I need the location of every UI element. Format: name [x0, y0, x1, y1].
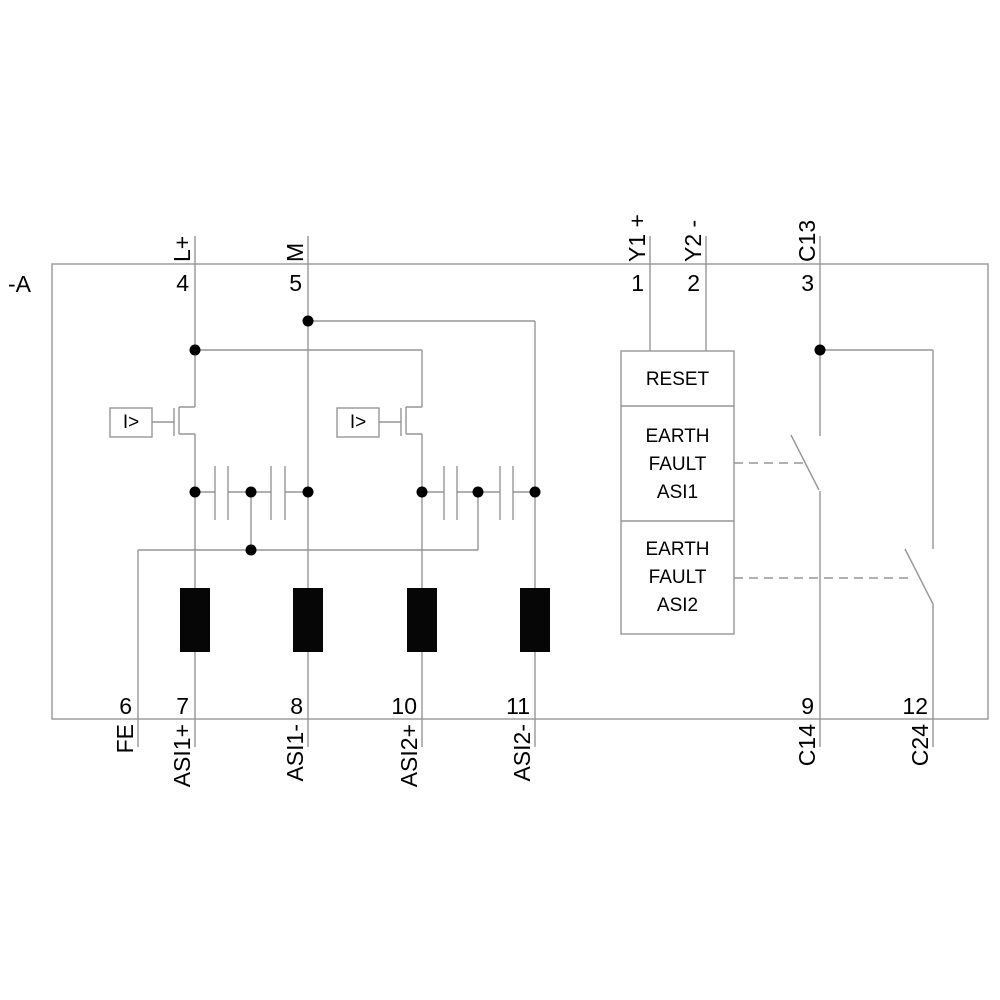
- inductor-asi2-plus: [407, 588, 437, 652]
- transistor-symbol-2: [400, 406, 422, 436]
- terminal-number-1: 1: [631, 270, 644, 296]
- terminal-number-9: 9: [801, 693, 814, 719]
- terminal-label-c14: C14: [794, 724, 820, 767]
- contact-blade-asi2: [904, 548, 934, 605]
- earth-fault-asi1-line3: ASI1: [656, 482, 699, 503]
- terminal-label-y2: Y2 -: [680, 219, 706, 262]
- terminal-label-asi2-plus: ASI2+: [396, 724, 422, 788]
- earth-fault-asi2-line1: EARTH: [645, 539, 710, 560]
- earth-fault-asi2-line2: FAULT: [648, 567, 707, 588]
- earth-fault-asi2-line3: ASI2: [656, 595, 699, 616]
- terminal-number-6: 6: [119, 693, 132, 719]
- reset-block-label: RESET: [645, 369, 710, 390]
- earth-fault-asi2-label: EARTH FAULT ASI2: [621, 536, 734, 620]
- terminal-number-8: 8: [290, 693, 303, 719]
- terminal-label-fe: FE: [112, 724, 138, 754]
- inductor-asi1-plus: [180, 588, 210, 652]
- terminal-label-y1: Y1 +: [624, 214, 650, 262]
- earth-fault-asi1-label: EARTH FAULT ASI1: [621, 423, 734, 507]
- device-designation: -A: [8, 271, 31, 297]
- inductor-asi1-minus: [293, 588, 323, 652]
- function-block-dividers: [621, 405, 734, 522]
- function-block-outline: [620, 350, 735, 635]
- capacitor-plates: [214, 466, 514, 520]
- terminal-number-2: 2: [687, 270, 700, 296]
- earth-fault-asi1-line2: FAULT: [648, 454, 707, 475]
- terminal-label-c24: C24: [907, 724, 933, 767]
- terminal-number-3: 3: [801, 270, 814, 296]
- terminal-label-m: M: [282, 242, 308, 262]
- earth-fault-asi1-line1: EARTH: [645, 426, 710, 447]
- terminal-label-asi1-plus: ASI1+: [169, 724, 195, 788]
- current-sensor-box-2: [336, 407, 380, 438]
- junction-dots: [189, 315, 826, 556]
- terminal-label-l-plus: L+: [169, 235, 195, 262]
- wire-network: [137, 236, 934, 747]
- contact-blade-asi1: [790, 434, 820, 491]
- inductor-asi2-minus: [520, 588, 550, 652]
- current-sensor-box-1: [109, 407, 153, 438]
- terminal-label-asi2-minus: ASI2-: [509, 724, 535, 782]
- terminal-number-7: 7: [176, 693, 189, 719]
- terminal-number-10: 10: [391, 693, 417, 719]
- terminal-label-asi1-minus: ASI1-: [282, 724, 308, 782]
- terminal-number-12: 12: [902, 693, 928, 719]
- terminal-number-11: 11: [506, 693, 530, 719]
- current-sensor-label-1: I>: [122, 412, 140, 433]
- transistor-symbol-1: [173, 406, 195, 436]
- terminal-number-5: 5: [289, 270, 302, 296]
- current-sensor-label-2: I>: [349, 412, 367, 433]
- device-outline: [51, 263, 989, 720]
- terminal-number-4: 4: [176, 270, 189, 296]
- terminal-label-c13: C13: [794, 219, 820, 262]
